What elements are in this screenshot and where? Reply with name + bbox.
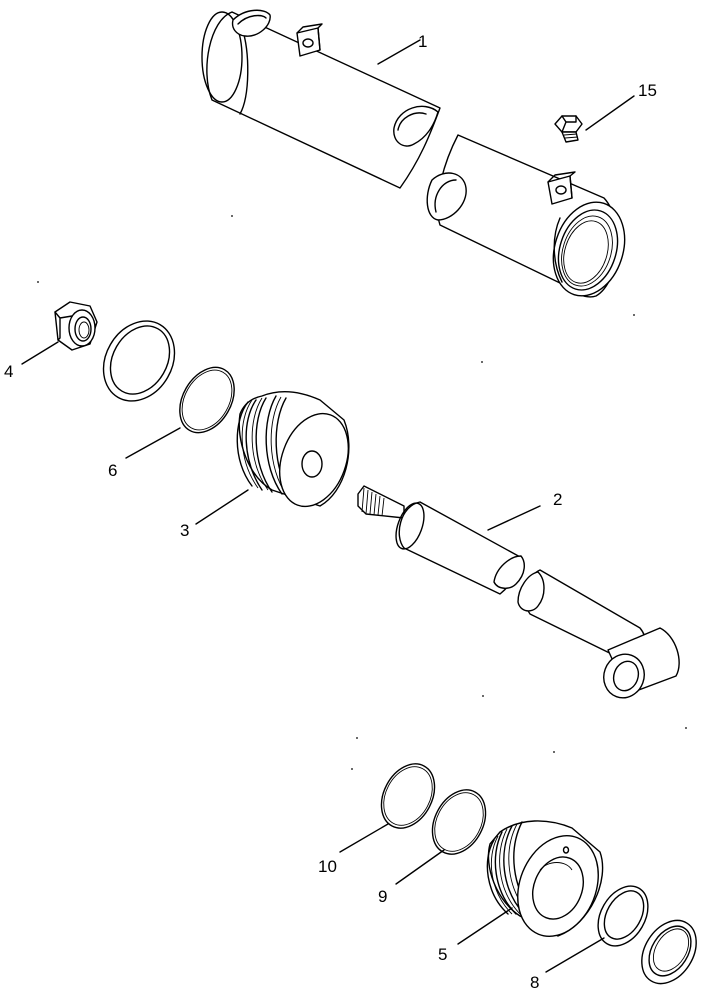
part-3-piston: 3: [180, 390, 350, 540]
backup-ring: [102, 320, 176, 402]
leader-line-9: [395, 849, 445, 885]
leader-line-2: [487, 505, 541, 531]
part-10-o-ring: 10: [318, 763, 436, 876]
part-1-cylinder-barrel: 1: [201, 9, 626, 298]
leader-line-4: [21, 341, 59, 365]
part-8-wiper-ring: 8: [530, 885, 649, 992]
leader-line-15: [585, 95, 635, 131]
leader-line-8: [545, 937, 605, 973]
leader-line-1: [377, 39, 421, 65]
part-6-o-ring: 6: [108, 366, 235, 480]
scan-specks: [37, 215, 687, 770]
label-6: 6: [108, 461, 117, 480]
part-5-gland: 5: [438, 820, 604, 964]
barrel-right-half: [426, 134, 626, 298]
leader-line-10: [339, 823, 389, 853]
leader-line-5: [457, 907, 513, 945]
label-5: 5: [438, 945, 447, 964]
label-10: 10: [318, 857, 337, 876]
label-9: 9: [378, 887, 387, 906]
leader-line-3: [195, 489, 249, 525]
label-2: 2: [553, 490, 562, 509]
label-1: 1: [418, 32, 427, 51]
seal-ring: [641, 919, 697, 985]
label-4: 4: [4, 362, 13, 381]
part-9-o-ring: 9: [378, 789, 487, 906]
leader-line-6: [125, 427, 181, 459]
label-15: 15: [638, 81, 657, 100]
part-2-piston-rod: 2: [357, 485, 680, 699]
label-8: 8: [530, 973, 539, 992]
barrel-left-half: [201, 9, 441, 189]
part-4-nut: 4: [4, 301, 98, 381]
part-15-plug: 15: [554, 81, 657, 143]
label-3: 3: [180, 521, 189, 540]
